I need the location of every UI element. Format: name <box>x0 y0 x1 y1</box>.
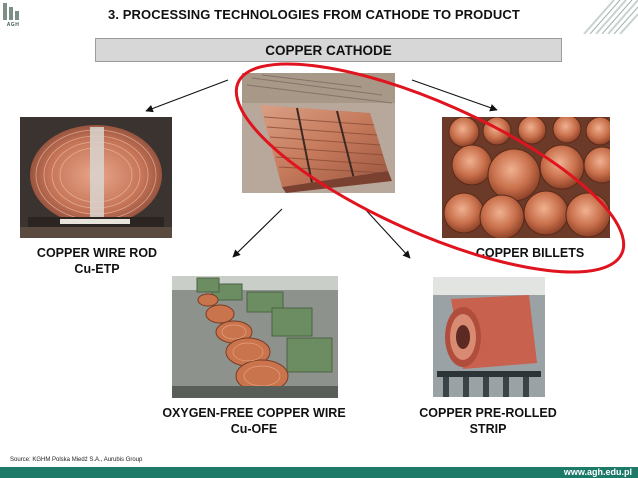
copper-cathode-title: COPPER CATHODE <box>265 42 392 58</box>
copper-billets-name: COPPER BILLETS <box>475 246 585 260</box>
copper-pre-rolled-strip-name-line2: STRIP <box>469 422 507 436</box>
copper-pre-rolled-strip-label: COPPER PRE-ROLLED STRIP <box>412 405 564 437</box>
copper-billets-photo <box>442 117 610 238</box>
copper-pre-rolled-strip-photo <box>433 277 545 397</box>
logo-text: AGH <box>6 22 20 28</box>
agh-logo: AGH <box>3 3 23 31</box>
copper-billets-label: COPPER BILLETS <box>460 245 600 261</box>
oxygen-free-copper-wire-label: OXYGEN-FREE COPPER WIRE Cu-OFE <box>138 405 370 437</box>
header-decoration-graphic <box>574 0 638 34</box>
logo-bars <box>3 3 23 20</box>
copper-wire-rod-label: COPPER WIRE ROD Cu-ETP <box>22 245 172 277</box>
copper-pre-rolled-strip-name: COPPER PRE-ROLLED <box>419 406 557 420</box>
copper-cathode-photo <box>242 73 395 193</box>
arrow-to-billets <box>411 79 498 112</box>
arrow-to-wire-rod <box>145 79 229 113</box>
slide-title: 3. PROCESSING TECHNOLOGIES FROM CATHODE … <box>108 7 520 22</box>
oxygen-free-copper-wire-photo <box>172 276 338 398</box>
arrow-to-ofe-wire <box>232 208 283 258</box>
oxygen-free-copper-wire-name: OXYGEN-FREE COPPER WIRE <box>162 406 346 420</box>
footer-url-link[interactable]: www.agh.edu.pl <box>563 467 632 477</box>
copper-wire-rod-grade: Cu-ETP <box>74 262 120 276</box>
copper-wire-rod-name: COPPER WIRE ROD <box>36 246 158 260</box>
footer-bar: www.agh.edu.pl <box>0 467 638 478</box>
arrow-to-strip <box>364 208 411 259</box>
copper-wire-rod-photo <box>20 117 172 238</box>
slide-header: AGH 3. PROCESSING TECHNOLOGIES FROM CATH… <box>0 0 638 34</box>
oxygen-free-copper-wire-grade: Cu-OFE <box>230 422 278 436</box>
source-note: Source: KGHM Polska Miedź S.A., Aurubis … <box>10 457 143 463</box>
copper-cathode-title-box: COPPER CATHODE <box>95 38 562 62</box>
